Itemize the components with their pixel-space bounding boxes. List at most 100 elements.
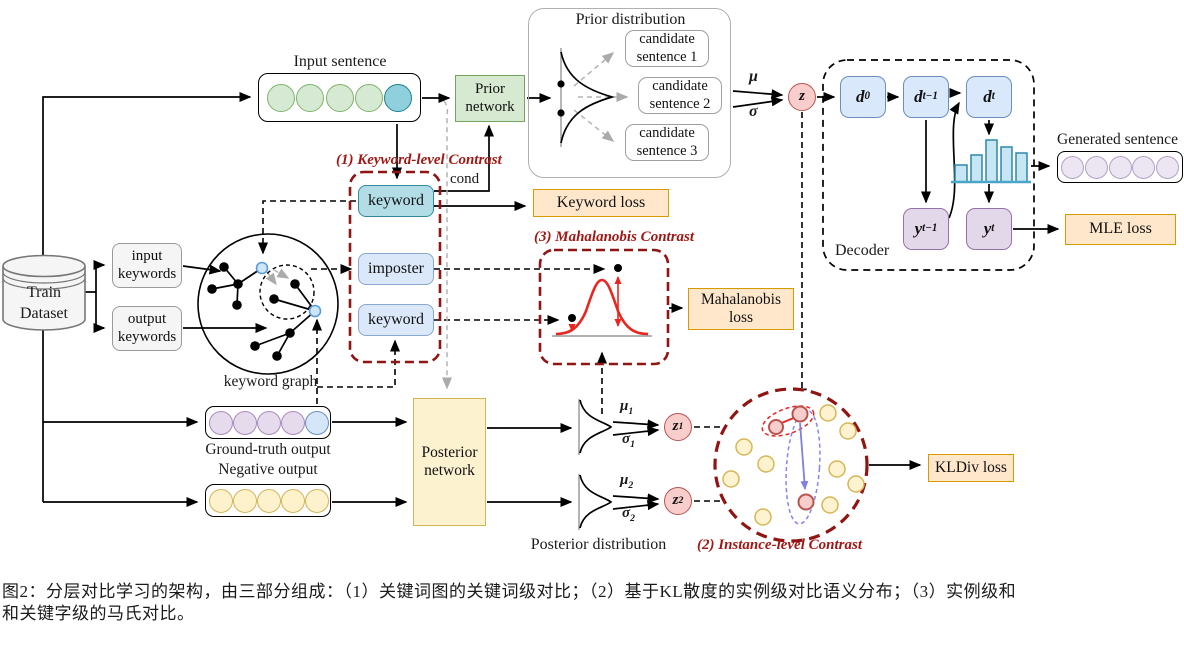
keyword-top-box: keyword [358,185,434,217]
token-circle [1084,155,1108,179]
token-circle [281,488,305,513]
generated-sentence-label: Generated sentence [1057,131,1178,148]
posterior-network-box: Posterior network [413,398,486,526]
graph-edges [211,266,316,357]
figure-caption-line1: 图2：分层对比学习的架构，由三部分组成：（1）关键词图的关键词级对比；（2）基于… [2,582,1017,601]
prior-sample-dot [557,80,565,88]
mle-loss-box: MLE loss [1065,214,1176,245]
mu-label: μ [749,68,758,85]
figure-caption-line2: 和关键字级的马氏对比。 [2,604,195,623]
dash-input-posterior [442,100,452,390]
sigma2-label: σ2 [622,505,635,524]
candidate-sentence-1: candidate sentence 1 [625,30,709,67]
token-histogram [951,139,1031,184]
sigma-label: σ [749,103,758,120]
mahalanobis-curve [555,278,649,336]
train-dataset-label: Train Dataset [20,284,68,322]
token-circle [1156,155,1179,179]
posterior-gaussian-1 [579,399,613,454]
candidate-sentence-2: candidate sentence 2 [638,77,722,114]
dataset-branch [85,265,97,328]
dash-keyword-bluenode [258,200,356,255]
keyword-bottom-box: keyword [358,304,434,336]
token-circle [1132,155,1156,179]
graph-neighborhood-circle [259,264,315,320]
mahalanobis-contrast-frame [538,248,670,366]
instance-z-node [791,405,809,423]
train-dataset-cylinder [2,254,86,331]
ground-truth-box [205,406,331,439]
keyword-contrast-frame [348,170,442,364]
posterior-distribution-label: Posterior distribution [530,536,667,553]
cond-label: cond [450,171,480,187]
instance-z1-node [768,419,784,435]
input-sentence-box [258,73,421,122]
token-circle [354,83,383,112]
instance-contrast-interior [722,404,865,526]
arrow-mu-z [732,89,784,100]
token-circle [209,488,233,513]
dash-branch-keyword [317,339,400,388]
sigma1-label: σ1 [622,431,635,450]
gray-dashed-connectors [265,52,629,390]
solid-connectors [42,88,1060,511]
token-circle [257,488,281,513]
input-keywords-box: input keywords [112,243,182,288]
prior-gaussian-curve [560,51,616,144]
posterior-gaussian-2 [579,474,613,529]
graph-keyword-node [255,261,269,275]
arrow-sigma1-z1 [612,426,660,437]
instance-z2-node [797,493,815,511]
output-keywords-box: output keywords [112,306,182,351]
input-sentence-label: Input sentence [293,53,387,70]
keyword-contrast-title: (1) Keyword-level Contrast [336,152,502,168]
keyword-token-circle [384,83,412,112]
mu2-label: μ2 [620,472,634,491]
prior-distribution-title: Prior distribution [575,11,686,28]
imposter-point [614,264,622,272]
arrow-mu1-z1 [612,419,660,430]
keyword-graph [197,233,339,375]
token-circle [305,488,329,513]
keyword-point [568,314,576,322]
dash-bluenode-imposter1 [265,271,277,286]
token-circle [267,83,295,112]
prior-sample-dot [557,109,565,117]
token-circle [233,488,257,513]
negative-output-box [205,484,331,517]
contrast-pair-ellipse [785,409,821,525]
mahalanobis-loss-box: Mahalanobis loss [688,288,794,330]
graph-keyword-node [308,304,322,318]
arrow-mu2-z2 [612,493,660,504]
mu1-label: μ1 [620,398,634,417]
token-circle [257,410,281,435]
token-circle [1061,155,1084,179]
mahalanobis-contrast-title: (3) Mahalanobis Contrast [534,229,695,245]
latent-z-node: z [788,83,816,111]
kldiv-loss-box: KLDiv loss [928,454,1014,482]
graph-boundary [197,233,339,375]
ground-truth-label: Ground-truth output [205,441,331,458]
token-circle [296,83,325,112]
prior-network-box: Prior network [455,75,525,122]
arrow-inkw-graph [182,264,222,275]
decoder-label: Decoder [835,242,890,259]
negative-output-label: Negative output [218,461,318,478]
curve-yt1-dt [948,101,960,219]
token-circle [209,410,233,435]
cond-line [434,124,494,192]
keyword-graph-label: keyword graph [223,373,318,390]
negative-pair-arrow [799,422,809,490]
decoder-frame [822,59,1035,271]
instance-negative-samples [722,404,865,526]
arrow-sigma2-z2 [612,500,660,511]
token-circle [281,410,305,435]
token-circle [1108,155,1132,179]
generated-sentence-box [1057,151,1183,183]
